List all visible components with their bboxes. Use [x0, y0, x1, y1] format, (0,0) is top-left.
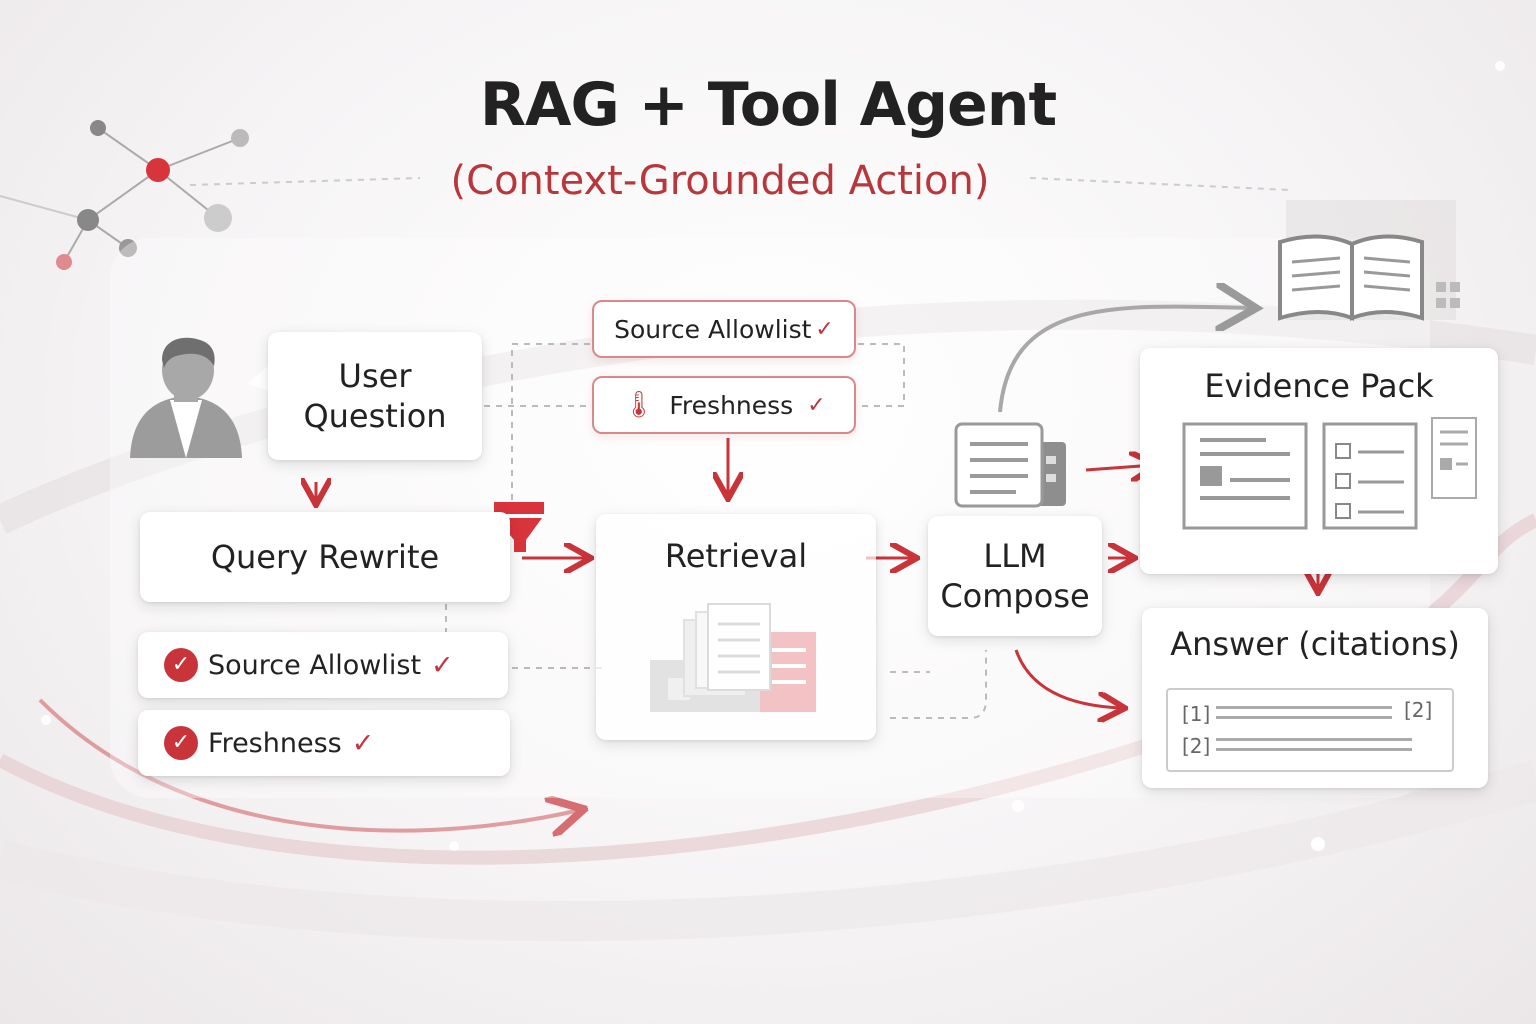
source-allowlist-label: Source Allowlist	[614, 314, 812, 344]
citation-line	[1216, 748, 1412, 751]
freshness-label: Freshness	[669, 390, 794, 420]
check-mark-icon: ✓	[431, 649, 454, 681]
citation-box: [1] [2] [2]	[1166, 688, 1454, 772]
source-allowlist-label: Source Allowlist	[208, 649, 422, 681]
check-freshness-left: ✓ Freshness ✓	[138, 710, 510, 776]
diagram-title: RAG + Tool Agent	[479, 70, 1057, 140]
check-source-allowlist-left: ✓ Source Allowlist ✓	[138, 632, 508, 698]
citation-line	[1216, 716, 1392, 719]
llm-compose-label: LLM Compose	[940, 537, 1090, 615]
check-freshness-top: 🌡 Freshness ✓	[592, 376, 856, 434]
diagram-subtitle: (Context-Grounded Action)	[450, 158, 990, 204]
check-source-allowlist-top: Source Allowlist ✓	[592, 300, 856, 358]
check-badge-icon: ✓	[164, 648, 198, 682]
check-mark-icon: ✓	[351, 727, 375, 759]
citation-ref: [2]	[1182, 734, 1211, 758]
citation-ref: [1]	[1182, 702, 1211, 726]
evidence-documents	[1182, 417, 1477, 530]
check-mark-icon: ✓	[807, 392, 826, 418]
freshness-label: Freshness	[208, 727, 342, 759]
checklist-icon	[1322, 422, 1418, 530]
answer-label: Answer (citations)	[1170, 625, 1460, 663]
retrieval-node: Retrieval	[596, 514, 876, 740]
retrieval-label: Retrieval	[664, 537, 808, 575]
citation-ref: [2]	[1404, 698, 1433, 722]
thermometer-icon: 🌡	[622, 390, 656, 420]
user-question-label: User Question	[303, 357, 447, 435]
query-rewrite-label: Query Rewrite	[210, 538, 440, 576]
network-icon	[0, 120, 249, 270]
open-book-icon	[1278, 200, 1460, 321]
check-badge-icon: ✓	[164, 726, 198, 760]
user-question-node: User Question	[268, 332, 482, 460]
user-avatar-icon	[130, 337, 242, 458]
llm-compose-node: LLM Compose	[928, 516, 1102, 636]
citation-line	[1216, 738, 1412, 741]
check-mark-icon: ✓	[815, 316, 834, 342]
query-rewrite-node: Query Rewrite	[140, 512, 510, 602]
citation-line	[1216, 706, 1392, 709]
server-doc-icon	[954, 422, 1066, 508]
evidence-pack-label: Evidence Pack	[1204, 367, 1434, 405]
